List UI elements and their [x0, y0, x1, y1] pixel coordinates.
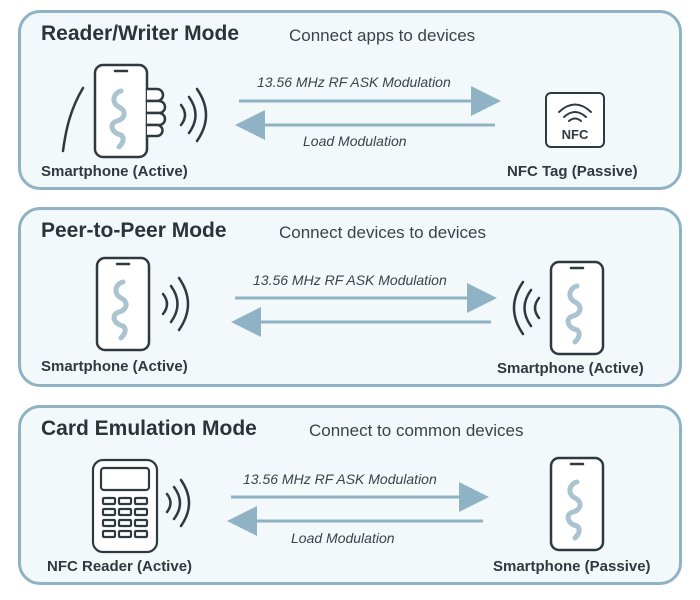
panel-title: Card Emulation Mode: [41, 417, 257, 440]
signal-waves-icon: [165, 478, 191, 528]
peer-to-peer-illustration: [95, 256, 605, 356]
nfc-reader-terminal-icon: [91, 458, 159, 554]
signal-waves-icon: [161, 276, 190, 332]
panel-subtitle: Connect apps to devices: [289, 26, 476, 45]
card-emulation-panel: Card Emulation Mode Connect to common de…: [18, 405, 682, 585]
nfc-tag-text: NFC: [562, 127, 589, 142]
card-emulation-illustration: [91, 456, 605, 554]
left-device-label: NFC Reader (Active): [47, 558, 193, 575]
peer-to-peer-panel: Peer-to-Peer Mode Connect devices to dev…: [18, 207, 682, 387]
top-arrow-label: 13.56 MHz RF ASK Modulation: [253, 272, 447, 288]
right-device-label: Smartphone (Passive): [493, 558, 651, 575]
panel-title: Peer-to-Peer Mode: [41, 219, 227, 242]
smartphone-icon: [95, 256, 151, 352]
top-arrow-label: 13.56 MHz RF ASK Modulation: [243, 471, 437, 487]
right-device-label: NFC Tag (Passive): [507, 163, 638, 180]
right-device-label: Smartphone (Active): [497, 360, 644, 377]
nfc-tag-icon: NFC: [545, 92, 605, 148]
left-device-label: Smartphone (Active): [41, 163, 188, 180]
panel-subtitle: Connect to common devices: [309, 421, 524, 440]
panel-title: Reader/Writer Mode: [41, 22, 239, 45]
smartphone-hand-icon: [61, 63, 167, 159]
reader-writer-illustration: NFC: [61, 63, 605, 159]
top-arrow-label: 13.56 MHz RF ASK Modulation: [257, 74, 451, 90]
signal-waves-icon: [512, 280, 541, 336]
smartphone-icon: [549, 456, 605, 552]
bottom-arrow-label: Load Modulation: [303, 133, 407, 149]
smartphone-icon: [549, 260, 605, 356]
left-device-label: Smartphone (Active): [41, 358, 188, 375]
reader-writer-panel: Reader/Writer Mode Connect apps to devic…: [18, 10, 682, 190]
signal-waves-icon: [179, 87, 208, 143]
bottom-arrow-label: Load Modulation: [291, 530, 395, 546]
panel-subtitle: Connect devices to devices: [279, 223, 486, 242]
